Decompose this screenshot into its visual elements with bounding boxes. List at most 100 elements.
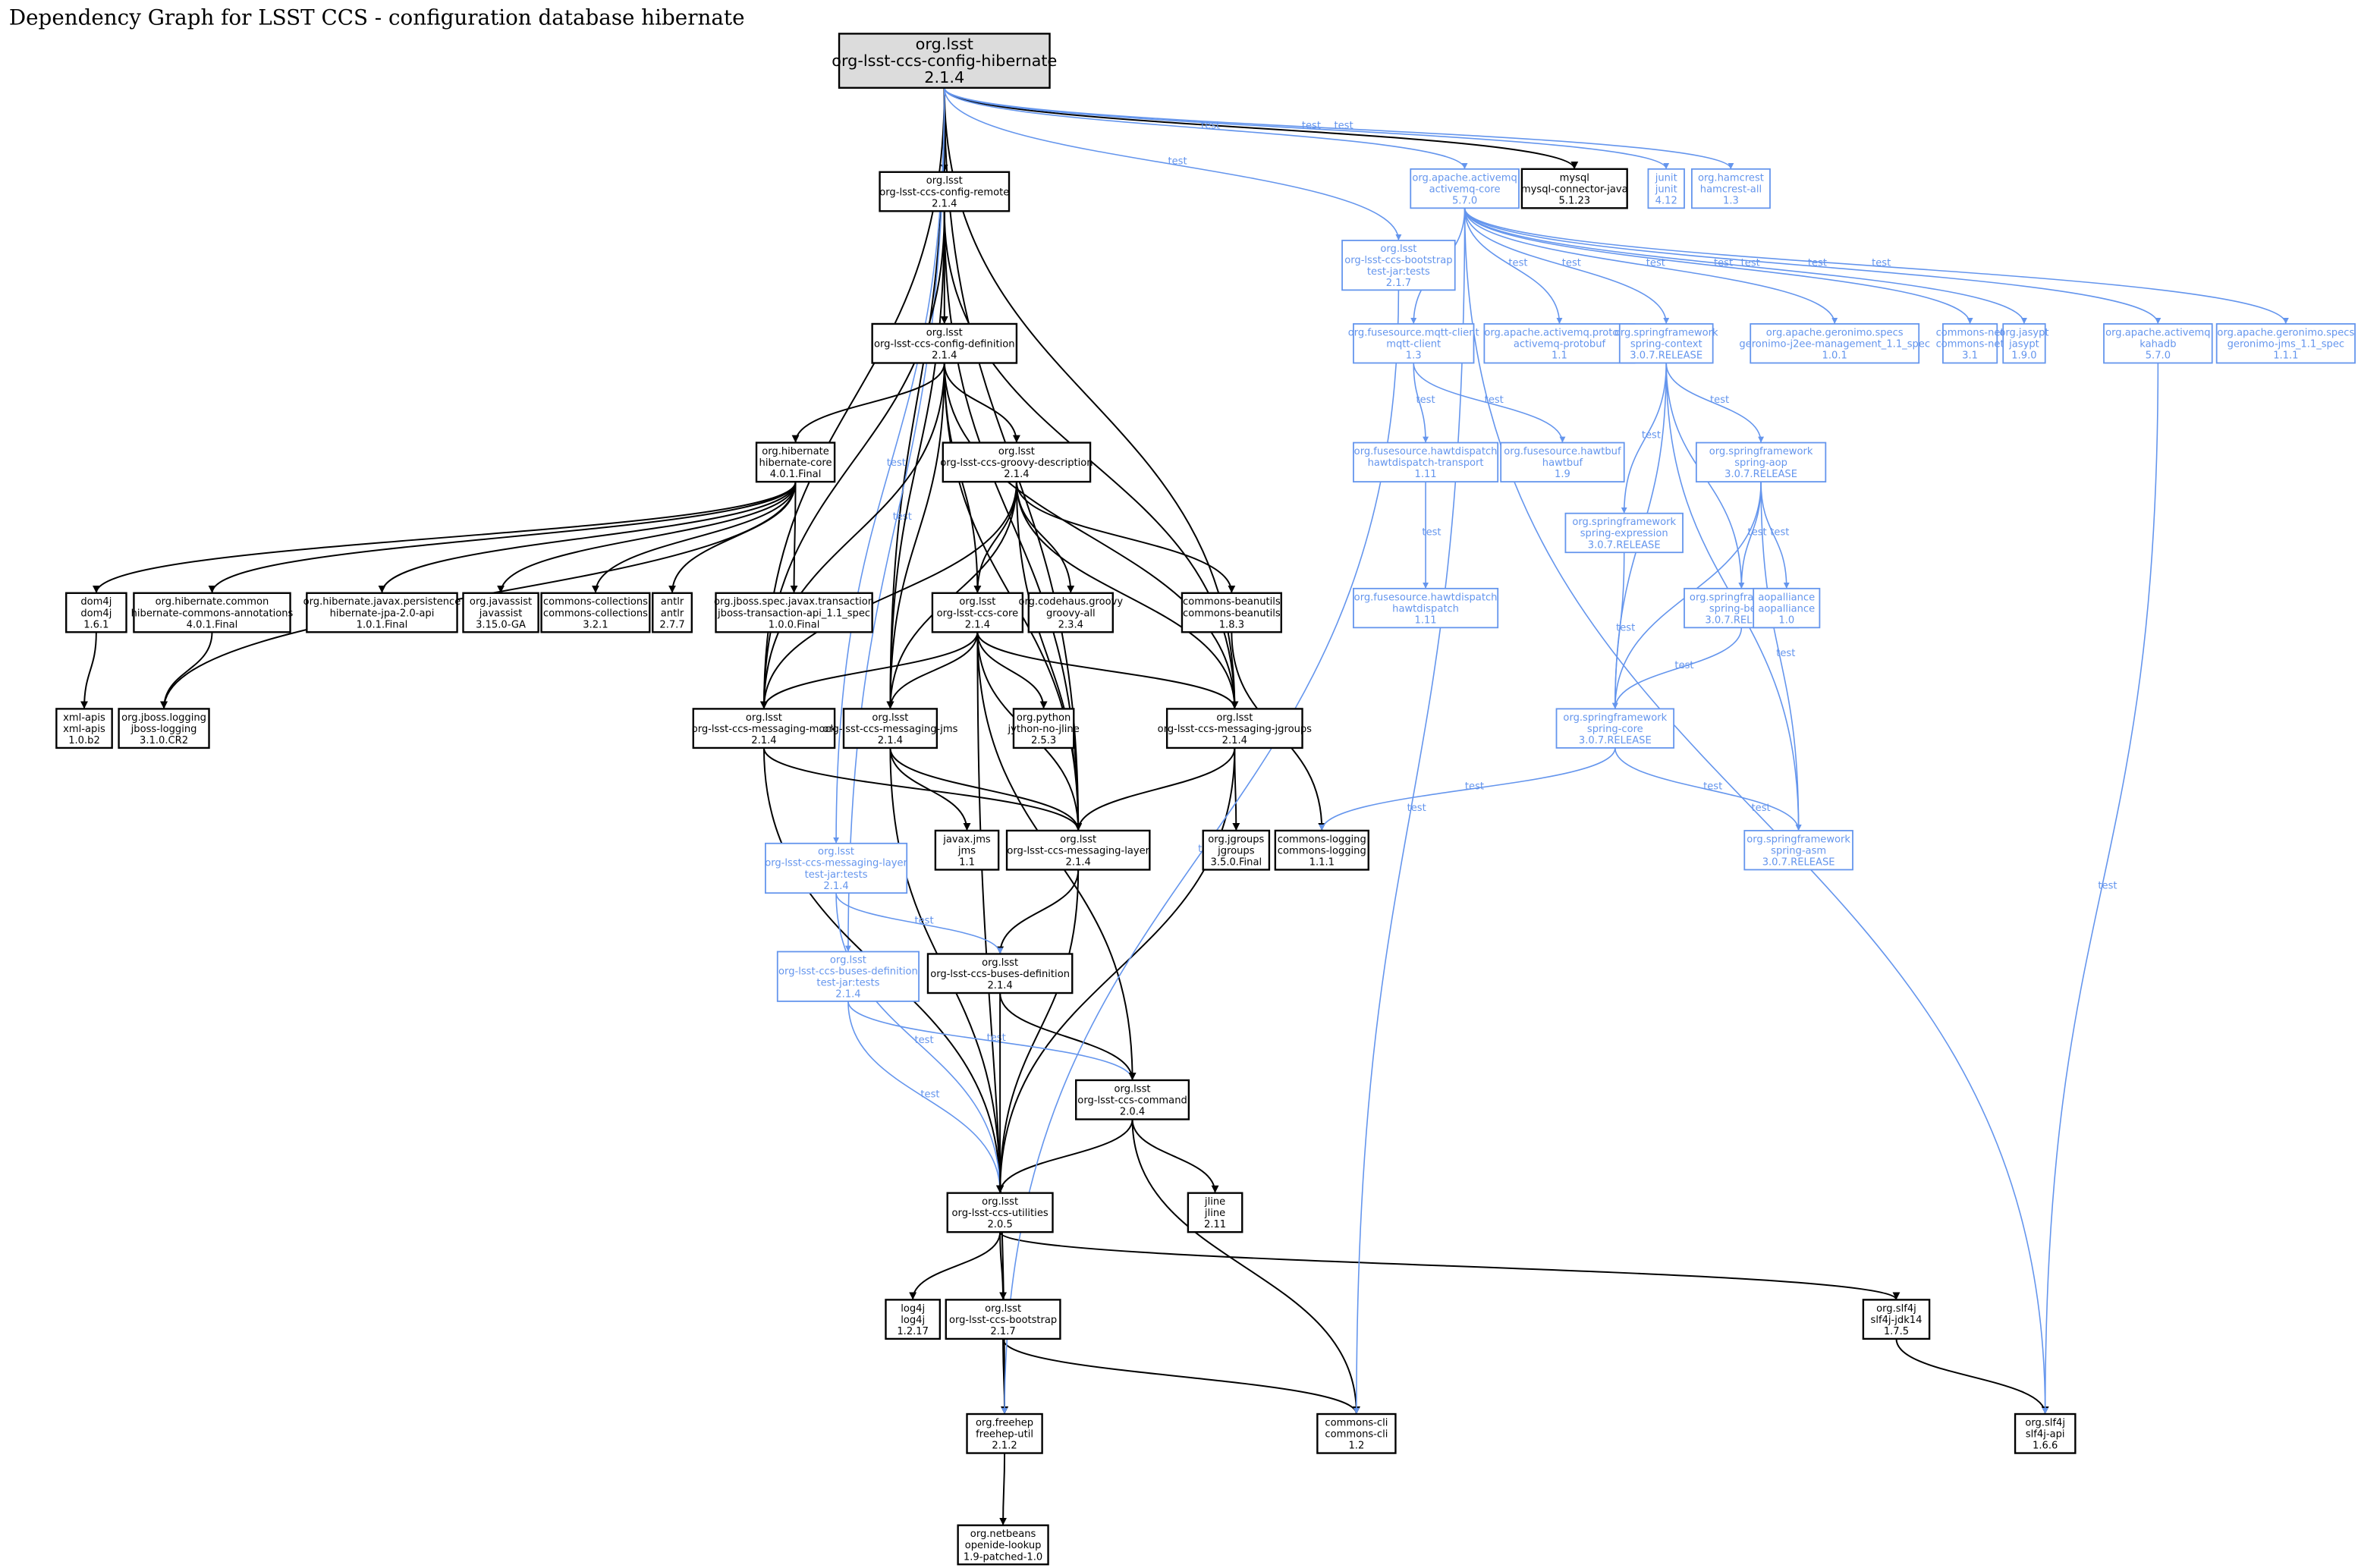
node-springcore[interactable]: org.springframeworkspring-core3.0.7.RELE… <box>1555 708 1675 749</box>
node-label-line: org-lsst-ccs-buses-definition <box>778 966 918 977</box>
edge-label: test <box>1302 120 1321 131</box>
node-hawtdispatch[interactable]: org.fusesource.hawtdispatchhawtdispatch1… <box>1353 587 1499 629</box>
node-jpa[interactable]: org.hibernate.javax.persistencehibernate… <box>303 592 461 633</box>
node-label-line: org.jboss.spec.javax.transaction <box>714 596 874 608</box>
node-jbosstx[interactable]: org.jboss.spec.javax.transactionjboss-tr… <box>714 592 874 633</box>
node-springcontext[interactable]: org.springframeworkspring-context3.0.7.R… <box>1614 323 1718 364</box>
node-label-line: org.slf4j <box>1876 1303 1916 1315</box>
node-hawttransport[interactable]: org.fusesource.hawtdispatchhawtdispatch-… <box>1353 441 1499 482</box>
edge-ccscore-to-msgjgroups <box>976 632 1239 709</box>
node-msglayer[interactable]: org.lsstorg-lsst-ccs-messaging-layer2.1.… <box>1005 829 1151 871</box>
node-springaop[interactable]: org.springframeworkspring-aop3.0.7.RELEA… <box>1695 441 1827 482</box>
edge-definition-to-hibcore <box>791 363 945 443</box>
node-definition[interactable]: org.lsstorg-lsst-ccs-config-definition2.… <box>871 322 1018 364</box>
node-label-line: org.hibernate <box>762 446 829 457</box>
node-msglayertest[interactable]: org.lsstorg-lsst-ccs-messaging-layertest… <box>765 842 908 894</box>
node-geronimojms[interactable]: org.apache.geronimo.specsgeronimo-jms_1.… <box>2215 323 2356 364</box>
node-label-line: 4.12 <box>1655 195 1677 206</box>
node-netbeans[interactable]: org.netbeansopenide-lookup1.9-patched-1.… <box>957 1524 1049 1566</box>
node-box <box>1027 592 1114 633</box>
edge-springcore-to-springasm <box>1614 747 1802 831</box>
node-msgjgroups[interactable]: org.lsstorg-lsst-ccs-messaging-jgroups2.… <box>1158 708 1312 749</box>
node-label-line: dom4j <box>80 608 112 619</box>
node-root[interactable]: org.lsstorg-lsst-ccs-config-hibernate2.1… <box>832 33 1057 89</box>
node-bootstraptest[interactable]: org.lsstorg-lsst-ccs-bootstraptest-jar:t… <box>1341 240 1456 291</box>
node-label-line: 1.1 <box>1552 350 1567 362</box>
edge-springcontext-to-springaop <box>1665 363 1765 443</box>
node-label-line: 2.11 <box>1204 1219 1226 1230</box>
edge-mqtt-to-hawtbuf <box>1413 363 1566 443</box>
node-label-line: openide-lookup <box>965 1540 1042 1551</box>
node-label-line: org-lsst-ccs-buses-definition <box>930 969 1070 980</box>
node-collections[interactable]: commons-collectionscommons-collections3.… <box>540 592 651 633</box>
node-springasm[interactable]: org.springframeworkspring-asm3.0.7.RELEA… <box>1743 830 1853 871</box>
edge-activemqcore-to-geronimojms <box>1464 208 2289 325</box>
node-label-line: 2.3.4 <box>1058 619 1083 630</box>
node-label-line: org-lsst-ccs-bootstrap <box>1344 255 1452 266</box>
node-box <box>1750 323 1920 364</box>
edge-activemqcore-to-geronimoj2ee <box>1464 208 1838 324</box>
edge-hibcore-to-collections <box>592 482 797 593</box>
node-hibcommon[interactable]: org.hibernate.commonhibernate-commons-an… <box>131 592 294 633</box>
node-label-line: 2.1.4 <box>1066 857 1091 869</box>
node-protobuf[interactable]: org.apache.activemq.protobufactivemq-pro… <box>1483 323 1636 364</box>
node-groovydesc[interactable]: org.lsstorg-lsst-ccs-groovy-description2… <box>940 441 1093 483</box>
node-label-line: activemq-core <box>1429 184 1501 195</box>
node-label-line: 2.1.4 <box>878 735 903 746</box>
edge-activemqcore-to-kahadb <box>1464 208 2162 325</box>
edge-ccscore-to-msgjms <box>886 632 979 709</box>
node-label-line: aopalliance <box>1758 592 1815 603</box>
node-box <box>462 592 539 633</box>
edge-springaop-to-aopalliance <box>1760 482 1790 589</box>
node-label-line: 1.0 <box>1778 614 1794 626</box>
node-springexpr[interactable]: org.springframeworkspring-expression3.0.… <box>1564 512 1684 554</box>
node-label-line: org.lsst <box>1380 244 1416 255</box>
node-geronimoj2ee[interactable]: org.apache.geronimo.specsgeronimo-j2ee-m… <box>1739 323 1930 364</box>
node-label-line: 1.3 <box>1723 195 1739 206</box>
edge-label: test <box>1422 526 1441 538</box>
node-label-line: slf4j-api <box>2026 1429 2065 1441</box>
node-label-line: org-lsst-ccs-groovy-description <box>940 457 1093 469</box>
node-busesdeftest[interactable]: org.lsstorg-lsst-ccs-buses-definitiontes… <box>776 951 920 1002</box>
edge-remote-to-msgjms <box>886 211 945 709</box>
node-box <box>1564 512 1684 554</box>
node-label-line: 1.3 <box>1406 350 1422 362</box>
node-box <box>1618 323 1714 364</box>
node-busesdef[interactable]: org.lsstorg-lsst-ccs-buses-definition2.1… <box>926 953 1074 995</box>
